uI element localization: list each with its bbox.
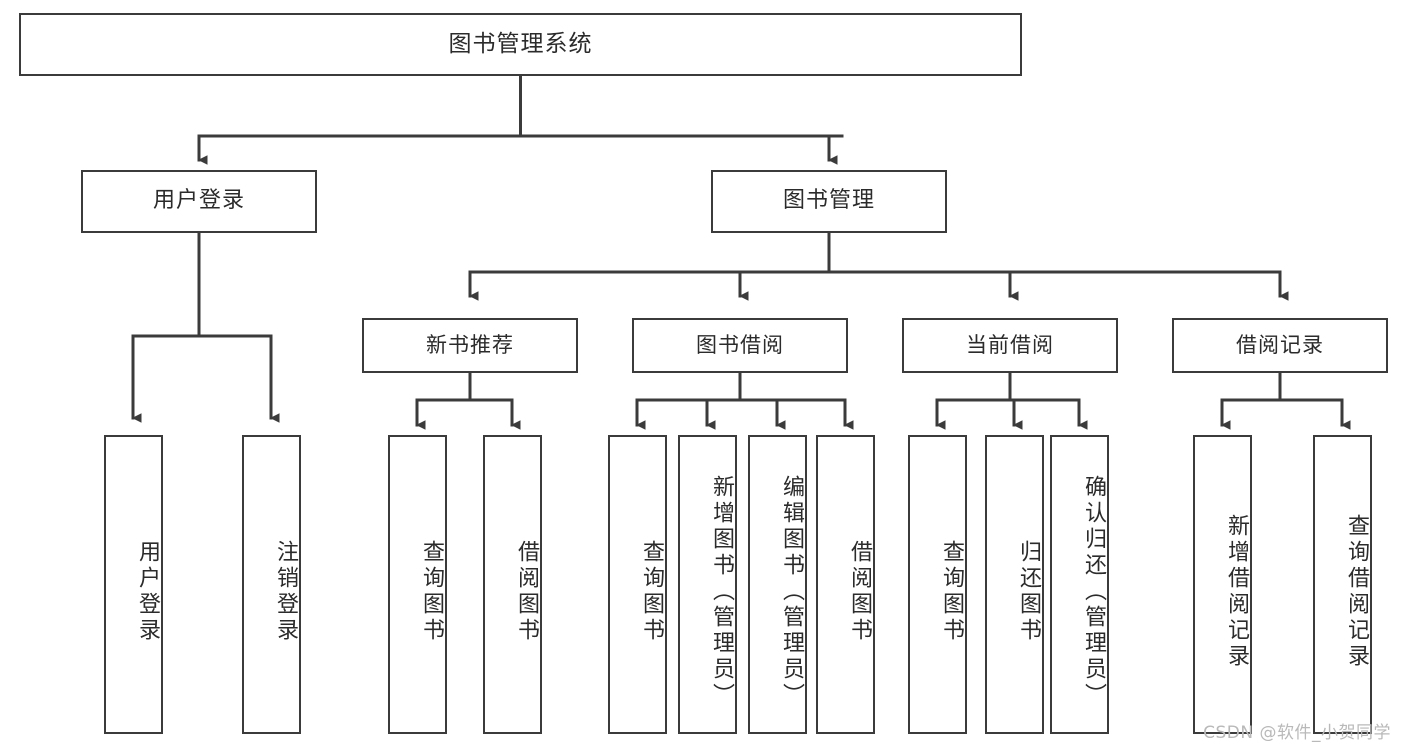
leaf-current-query-book[interactable]: 查询图书 (908, 435, 967, 734)
node-book-borrow-label: 图书借阅 (696, 333, 784, 358)
leaf-label: 查询借阅记录 (1344, 513, 1369, 670)
leaf-label: 编辑图书（管理员） (779, 474, 804, 709)
node-current-borrow-label: 当前借阅 (966, 333, 1054, 358)
node-root-label: 图书管理系统 (448, 30, 593, 57)
node-book-management[interactable]: 图书管理 (711, 170, 947, 233)
leaf-borrow-edit-book-admin[interactable]: 编辑图书（管理员） (748, 435, 807, 734)
leaf-borrow-borrow-book[interactable]: 借阅图书 (816, 435, 875, 734)
leaf-label: 注销登录 (273, 539, 298, 644)
watermark: CSDN @软件_小贺同学 (1203, 723, 1391, 743)
leaf-current-confirm-return-admin[interactable]: 确认归还（管理员） (1050, 435, 1109, 734)
node-root[interactable]: 图书管理系统 (19, 13, 1022, 76)
node-borrow-record[interactable]: 借阅记录 (1172, 318, 1388, 373)
leaf-label: 查询图书 (939, 539, 964, 644)
node-new-book-recommend[interactable]: 新书推荐 (362, 318, 578, 373)
node-book-borrow[interactable]: 图书借阅 (632, 318, 848, 373)
leaf-label: 查询图书 (639, 539, 664, 644)
leaf-record-query-record[interactable]: 查询借阅记录 (1313, 435, 1372, 734)
node-book-management-label: 图书管理 (782, 188, 875, 214)
node-new-book-recommend-label: 新书推荐 (426, 333, 514, 358)
leaf-label: 新增借阅记录 (1224, 513, 1249, 670)
leaf-record-add-record[interactable]: 新增借阅记录 (1193, 435, 1252, 734)
leaf-current-return-book[interactable]: 归还图书 (985, 435, 1044, 734)
leaf-label: 借阅图书 (514, 539, 539, 644)
leaf-label: 确认归还（管理员） (1081, 474, 1106, 709)
node-user-login-label: 用户登录 (152, 188, 245, 214)
leaf-user-login-logout[interactable]: 注销登录 (242, 435, 301, 734)
leaf-recommend-borrow-book[interactable]: 借阅图书 (483, 435, 542, 734)
node-current-borrow[interactable]: 当前借阅 (902, 318, 1118, 373)
leaf-label: 查询图书 (419, 539, 444, 644)
leaf-label: 用户登录 (135, 539, 160, 644)
leaf-label: 借阅图书 (847, 539, 872, 644)
leaf-label: 归还图书 (1016, 539, 1041, 644)
leaf-user-login-login[interactable]: 用户登录 (104, 435, 163, 734)
leaf-recommend-query-book[interactable]: 查询图书 (388, 435, 447, 734)
node-user-login[interactable]: 用户登录 (81, 170, 317, 233)
leaf-borrow-add-book-admin[interactable]: 新增图书（管理员） (678, 435, 737, 734)
leaf-borrow-query-book[interactable]: 查询图书 (608, 435, 667, 734)
leaf-label: 新增图书（管理员） (709, 474, 734, 709)
node-borrow-record-label: 借阅记录 (1236, 333, 1324, 358)
